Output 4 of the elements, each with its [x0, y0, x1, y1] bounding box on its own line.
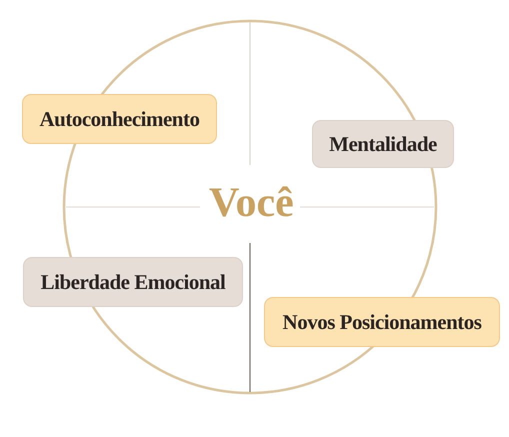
topic-box: Mentalidade	[312, 120, 454, 168]
topic-box: Novos Posicionamentos	[264, 297, 500, 347]
topic-box: Liberdade Emocional	[23, 257, 243, 307]
topic-box: Autoconhecimento	[22, 94, 217, 144]
